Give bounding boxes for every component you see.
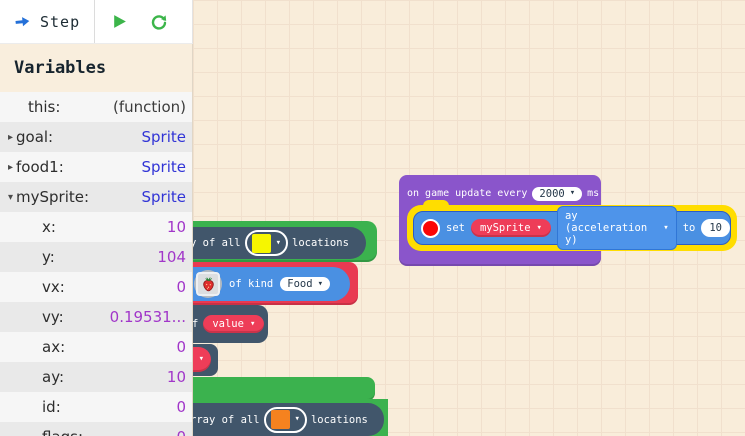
variable-label: ax: <box>42 338 66 356</box>
interval-value: 2000 <box>539 187 565 200</box>
value-variable-dropdown[interactable]: value ▾ <box>203 315 265 333</box>
chevron-down-icon: ▾ <box>275 237 281 248</box>
variable-label: goal: <box>16 128 54 146</box>
variable-row-ax: ax: 0 <box>0 332 192 362</box>
variables-title: Variables <box>14 58 107 78</box>
sprite-of-kind-block[interactable]: of kind Food ▾ <box>186 267 350 301</box>
variable-value: 0 <box>83 428 186 436</box>
property-dropdown-value: ay (acceleration y) <box>564 210 648 246</box>
variable-value: Sprite <box>141 188 187 206</box>
variable-row-x: x: 10 <box>0 212 192 242</box>
chevron-down-icon: ▾ <box>569 188 576 198</box>
breakpoint-icon[interactable] <box>421 218 440 238</box>
variable-value: 0 <box>176 338 186 356</box>
variable-row-id: id: 0 <box>0 392 192 422</box>
variable-value: 0 <box>176 398 186 416</box>
collapsed-arrow-icon[interactable]: ▸ <box>8 131 14 143</box>
variable-row-mysprite[interactable]: ▾ mySprite: Sprite <box>0 182 192 212</box>
tile-picker-yellow[interactable]: ▾ <box>244 230 288 256</box>
value-variable-label: value <box>212 318 244 330</box>
interval-dropdown[interactable]: 2000 ▾ <box>532 186 583 201</box>
variable-row-y: y: 104 <box>0 242 192 272</box>
variable-value: 10 <box>166 368 186 386</box>
variable-row-vx: vx: 0 <box>0 272 192 302</box>
variable-label: this: <box>28 98 61 116</box>
variables-list: this: (function) ▸ goal: Sprite ▸ food1:… <box>0 92 192 436</box>
to-label: to <box>682 222 696 234</box>
chevron-down-icon: ▾ <box>317 278 323 289</box>
array-block-suffix: locations <box>292 237 349 249</box>
expanded-arrow-icon[interactable]: ▾ <box>8 191 14 203</box>
chevron-down-icon: ▾ <box>536 222 542 233</box>
on-game-update-header: on game update every 2000 ▾ ms <box>407 181 599 206</box>
variable-row-flags: flags: 0 <box>0 422 192 436</box>
variable-value: Sprite <box>141 158 187 176</box>
step-arrow-icon <box>13 12 32 31</box>
variable-row-ay: ay: 10 <box>0 362 192 392</box>
play-icon <box>113 15 126 28</box>
set-label: set <box>446 222 465 234</box>
set-sprite-property-block[interactable]: set mySprite ▾ ay (acceleration y) ▾ to … <box>413 206 731 250</box>
array-of-all-yellow-block[interactable]: y of all ▾ locations <box>186 227 366 259</box>
yellow-tile-swatch <box>251 233 271 253</box>
debugger-toolbar: Step <box>0 0 193 44</box>
play-button[interactable] <box>99 0 139 43</box>
array-block-prefix: rray of all <box>190 413 260 426</box>
variable-value: Sprite <box>141 128 187 146</box>
variable-label: vy: <box>42 308 64 326</box>
variable-row-this: this: (function) <box>0 92 192 122</box>
variables-panel: Variables this: (function) ▸ goal: Sprit… <box>0 44 193 436</box>
step-button-label: Step <box>40 12 81 31</box>
step-button[interactable]: Step <box>0 0 96 43</box>
update-prefix-label: on game update every <box>407 188 528 199</box>
sprite-variable-value: mySprite <box>479 222 531 234</box>
variable-value: (function) <box>113 98 186 116</box>
variable-label: mySprite: <box>16 188 90 206</box>
variable-value: 104 <box>157 248 186 266</box>
chevron-down-icon: ▾ <box>663 222 669 233</box>
of-kind-label: of kind <box>229 278 274 290</box>
chevron-down-icon: ▾ <box>294 414 300 424</box>
variables-header: Variables <box>0 44 192 92</box>
property-dropdown[interactable]: ay (acceleration y) ▾ <box>556 206 677 250</box>
variable-label: vx: <box>42 278 65 296</box>
variable-value: 10 <box>166 218 186 236</box>
collapsed-arrow-icon[interactable]: ▸ <box>8 161 14 173</box>
kind-dropdown[interactable]: Food ▾ <box>280 277 330 291</box>
variable-label: flags: <box>16 428 83 436</box>
refresh-icon <box>151 14 167 30</box>
variable-label: food1: <box>16 158 64 176</box>
variable-row-vy: vy: 0.19531... <box>0 302 192 332</box>
chevron-down-icon: ▾ <box>249 318 256 329</box>
variable-label: x: <box>42 218 56 236</box>
value-input-text: 10 <box>709 222 722 234</box>
update-suffix-label: ms <box>587 188 600 199</box>
strawberry-icon <box>196 272 220 296</box>
kind-dropdown-value: Food <box>287 278 313 290</box>
variable-label: ay: <box>42 368 65 386</box>
tile-picker-orange[interactable]: ▾ <box>263 406 307 433</box>
variable-row-food1[interactable]: ▸ food1: Sprite <box>0 152 192 182</box>
variable-label: id: <box>42 398 61 416</box>
value-input[interactable]: 10 <box>701 219 730 237</box>
variable-row-goal[interactable]: ▸ goal: Sprite <box>0 122 192 152</box>
variable-value: 0 <box>176 278 186 296</box>
array-block-suffix: locations <box>310 413 368 426</box>
array-block-prefix: y of all <box>190 237 241 249</box>
array-of-all-orange-block[interactable]: rray of all ▾ locations <box>186 403 384 436</box>
for-element-value-block[interactable]: f value ▾ <box>186 305 268 343</box>
sprite-variable-dropdown[interactable]: mySprite ▾ <box>470 219 551 237</box>
variable-value: 0.19531... <box>109 308 186 326</box>
variable-label: y: <box>42 248 55 266</box>
cut-label: f <box>192 318 199 330</box>
loop-block-bottom-bar[interactable] <box>186 377 375 401</box>
orange-tile-swatch <box>270 410 290 429</box>
restart-button[interactable] <box>139 0 179 43</box>
chevron-down-icon: ▾ <box>198 354 204 364</box>
sprite-image-pill[interactable] <box>194 270 222 298</box>
